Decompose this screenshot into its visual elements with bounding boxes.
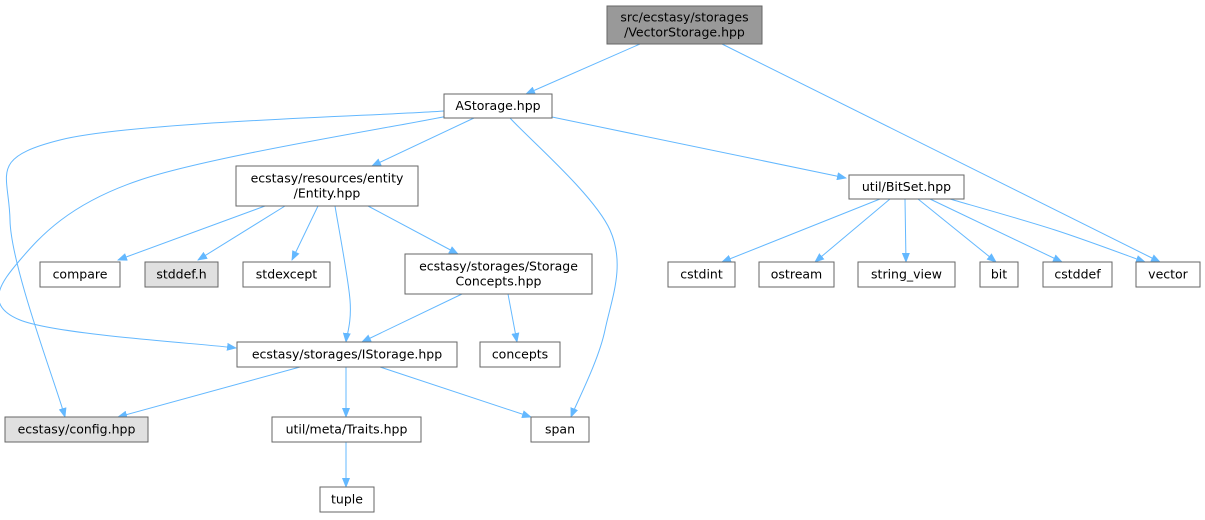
node-vectorstorage[interactable]: src/ecstasy/storages/VectorStorage.hpp bbox=[606, 5, 763, 45]
node-label: src/ecstasy/storages bbox=[620, 10, 748, 25]
edge-istorage-to-config bbox=[117, 366, 301, 419]
edge-vectorstorage-to-astorage bbox=[525, 43, 641, 95]
node-box bbox=[530, 416, 590, 443]
node-box bbox=[606, 5, 763, 45]
node-traits[interactable]: util/meta/Traits.hpp bbox=[271, 416, 422, 443]
node-concepts[interactable]: concepts bbox=[479, 341, 561, 368]
edge-bitset-to-string_view bbox=[901, 198, 910, 263]
node-config: ecstasy/config.hpp bbox=[4, 416, 149, 443]
node-cstdint[interactable]: cstdint bbox=[667, 261, 736, 288]
edge-entity-to-compare bbox=[117, 205, 266, 261]
edge-bitset-to-cstdint bbox=[721, 198, 881, 263]
node-box bbox=[667, 261, 736, 288]
node-box bbox=[242, 261, 331, 288]
node-label: cstddef bbox=[1054, 267, 1101, 282]
node-tuple[interactable]: tuple bbox=[319, 486, 375, 513]
node-label: ostream bbox=[771, 267, 822, 282]
node-box bbox=[144, 261, 219, 288]
node-label: Concepts.hpp bbox=[456, 274, 542, 289]
node-box bbox=[979, 261, 1019, 288]
node-label: cstdint bbox=[680, 267, 723, 282]
node-label: concepts bbox=[492, 347, 548, 362]
node-box bbox=[271, 416, 422, 443]
edge-entity-to-storageconcepts bbox=[367, 205, 459, 255]
node-astorage[interactable]: AStorage.hpp bbox=[443, 93, 553, 119]
node-label: util/BitSet.hpp bbox=[862, 179, 951, 194]
edge-storageconcepts-to-concepts bbox=[507, 293, 520, 343]
node-label: span bbox=[545, 422, 575, 437]
edge-astorage-to-istorage bbox=[0, 115, 449, 351]
node-istorage[interactable]: ecstasy/storages/IStorage.hpp bbox=[236, 341, 458, 368]
node-entity[interactable]: ecstasy/resources/entity/Entity.hpp bbox=[235, 165, 419, 207]
node-bit[interactable]: bit bbox=[979, 261, 1019, 288]
edge-bitset-to-ostream bbox=[814, 198, 891, 263]
edge-vectorstorage-to-vector bbox=[721, 43, 1161, 263]
node-ostream[interactable]: ostream bbox=[758, 261, 835, 288]
edge-bitset-to-bit bbox=[917, 198, 997, 263]
nodes-layer: src/ecstasy/storages/VectorStorage.hppAS… bbox=[4, 5, 1201, 513]
node-span[interactable]: span bbox=[530, 416, 590, 443]
node-label: /Entity.hpp bbox=[294, 186, 361, 201]
edge-astorage-to-bitset bbox=[551, 116, 847, 181]
node-cstddef[interactable]: cstddef bbox=[1042, 261, 1113, 288]
node-label: util/meta/Traits.hpp bbox=[286, 422, 408, 437]
node-label: ecstasy/config.hpp bbox=[18, 422, 136, 437]
node-box bbox=[1135, 261, 1201, 288]
node-box bbox=[1042, 261, 1113, 288]
edge-storageconcepts-to-istorage bbox=[361, 293, 463, 343]
node-label: stddef.h bbox=[156, 267, 206, 282]
node-label: ecstasy/storages/Storage bbox=[419, 259, 578, 274]
node-stddef: stddef.h bbox=[144, 261, 219, 288]
edges-layer bbox=[0, 43, 1161, 488]
edge-bitset-to-vector bbox=[949, 198, 1146, 263]
node-box bbox=[443, 93, 553, 119]
edge-entity-to-stdexcept bbox=[291, 205, 319, 261]
node-label: vector bbox=[1148, 267, 1189, 282]
node-vector[interactable]: vector bbox=[1135, 261, 1201, 288]
node-label: ecstasy/storages/IStorage.hpp bbox=[252, 347, 442, 362]
edge-entity-to-istorage bbox=[334, 205, 351, 343]
edge-astorage-to-entity bbox=[371, 117, 475, 167]
node-box bbox=[848, 174, 965, 200]
node-stdexcept[interactable]: stdexcept bbox=[242, 261, 331, 288]
edge-istorage-to-span bbox=[379, 366, 532, 418]
node-box bbox=[758, 261, 835, 288]
edge-astorage-to-config bbox=[5, 110, 445, 418]
node-label: bit bbox=[991, 267, 1007, 282]
node-string_view[interactable]: string_view bbox=[857, 261, 956, 288]
node-bitset[interactable]: util/BitSet.hpp bbox=[848, 174, 965, 200]
node-label: compare bbox=[53, 267, 108, 282]
node-label: AStorage.hpp bbox=[455, 98, 540, 113]
node-label: ecstasy/resources/entity bbox=[251, 171, 404, 186]
node-compare[interactable]: compare bbox=[39, 261, 121, 288]
node-box bbox=[319, 486, 375, 513]
edge-astorage-to-span bbox=[509, 117, 618, 418]
node-box bbox=[39, 261, 121, 288]
node-box bbox=[235, 165, 419, 207]
node-box bbox=[857, 261, 956, 288]
node-label: string_view bbox=[871, 267, 942, 282]
node-label: stdexcept bbox=[256, 267, 317, 282]
edge-bitset-to-cstddef bbox=[929, 198, 1063, 263]
edge-entity-to-stddef bbox=[197, 205, 286, 261]
node-box bbox=[236, 341, 458, 368]
node-box bbox=[479, 341, 561, 368]
node-label: tuple bbox=[331, 492, 363, 507]
node-box bbox=[4, 416, 149, 443]
node-label: /VectorStorage.hpp bbox=[624, 25, 745, 40]
node-box bbox=[404, 253, 593, 295]
